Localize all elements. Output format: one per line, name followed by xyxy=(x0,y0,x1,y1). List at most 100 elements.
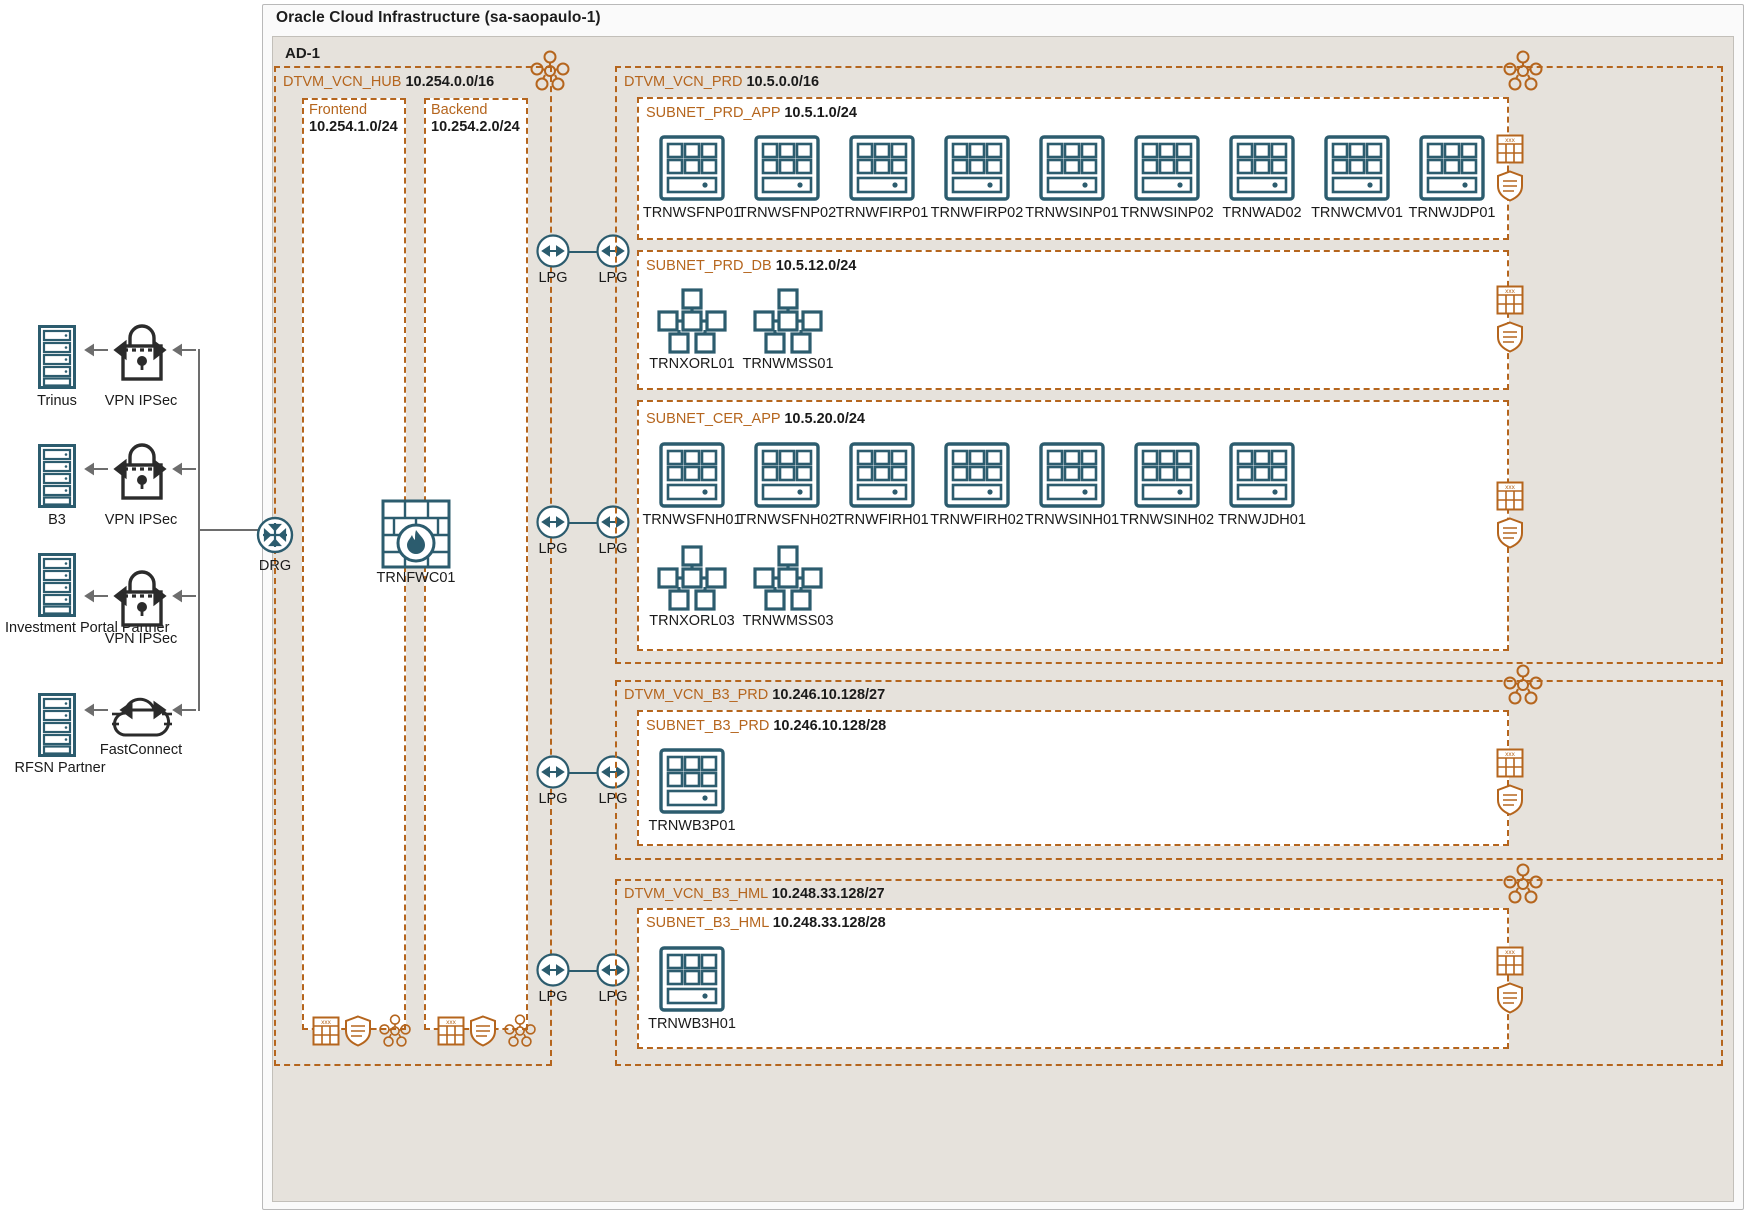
link-label-trinus: VPN IPSec xyxy=(104,393,178,409)
vm-instance-icon[interactable] xyxy=(659,946,725,1012)
vm-instance-icon[interactable] xyxy=(659,135,725,201)
subnet-b3prd-name: SUBNET_B3_PRD xyxy=(646,718,770,734)
vcn-prd-cidr: 10.5.0.0/16 xyxy=(746,74,820,90)
vm-instance-icon[interactable] xyxy=(1134,135,1200,201)
firewall-icon[interactable] xyxy=(381,499,451,569)
lpg-connector-1 xyxy=(568,251,598,253)
instance-label: TRNWSINH02 xyxy=(1119,512,1215,528)
arrow-left-rfsn-wan xyxy=(172,703,196,717)
route-table-icon: xxx xyxy=(1496,748,1524,778)
lpg-icon[interactable] xyxy=(536,755,570,789)
firewall-label: TRNFWC01 xyxy=(376,570,456,586)
vcn-b3prd-cidr: 10.246.10.128/27 xyxy=(772,687,886,703)
arrow-left-trinus xyxy=(84,343,108,357)
vcn-hub-label: DTVM_VCN_HUB 10.254.0.0/16 xyxy=(283,74,494,90)
vm-instance-icon[interactable] xyxy=(659,748,725,814)
lpg-icon[interactable] xyxy=(596,755,630,789)
vcn-b3prd-box xyxy=(615,680,1723,860)
partner-label-b3: B3 xyxy=(48,512,66,528)
subnet-b3prd-box xyxy=(637,710,1509,846)
lpg-label-1b: LPG xyxy=(598,270,628,286)
db-cluster-icon[interactable] xyxy=(752,545,824,611)
instance-label: TRNWSFNH02 xyxy=(737,512,837,528)
vcn-prd-box xyxy=(615,66,1723,664)
vcn-b3hml-label: DTVM_VCN_B3_HML 10.248.33.128/27 xyxy=(624,886,885,902)
subnet-b3hml-label: SUBNET_B3_HML 10.248.33.128/28 xyxy=(646,915,886,931)
svg-text:xxx: xxx xyxy=(1505,751,1516,758)
subnet-prd-app-label: SUBNET_PRD_APP 10.5.1.0/24 xyxy=(646,105,857,121)
lpg-label-2b: LPG xyxy=(598,541,628,557)
vm-instance-icon[interactable] xyxy=(754,442,820,508)
lpg-icon[interactable] xyxy=(596,505,630,539)
internet-gateway-icon xyxy=(378,1014,412,1048)
vm-instance-icon[interactable] xyxy=(1419,135,1485,201)
route-table-icon: xxx xyxy=(312,1016,340,1046)
vpn-arrow-b3 xyxy=(113,458,167,480)
vcn-prd-name: DTVM_VCN_PRD xyxy=(624,74,743,90)
hub-zone-frontend-name: Frontend xyxy=(309,102,368,118)
vm-instance-icon[interactable] xyxy=(1229,442,1295,508)
subnet-cer-app-label: SUBNET_CER_APP 10.5.20.0/24 xyxy=(646,411,865,427)
instance-label: TRNWSFNP01 xyxy=(642,205,742,221)
vm-instance-icon[interactable] xyxy=(1324,135,1390,201)
db-cluster-icon[interactable] xyxy=(752,288,824,354)
security-list-icon xyxy=(344,1015,372,1047)
lpg-label-1a: LPG xyxy=(538,270,568,286)
lpg-icon[interactable] xyxy=(536,234,570,268)
vm-instance-icon[interactable] xyxy=(1039,135,1105,201)
db-cluster-icon[interactable] xyxy=(656,545,728,611)
link-label-investment-portal: VPN IPSec xyxy=(104,631,178,647)
hub-zone-backend-cidr: 10.254.2.0/24 xyxy=(431,119,520,135)
svg-text:xxx: xxx xyxy=(321,1019,332,1026)
partner-label-investment-portal: Investment Portal Partner xyxy=(5,620,170,636)
vm-instance-icon[interactable] xyxy=(1134,442,1200,508)
subnet-b3hml-cidr: 10.248.33.128/28 xyxy=(772,915,886,931)
security-list-icon xyxy=(1496,321,1524,353)
partner-label-trinus: Trinus xyxy=(37,393,77,409)
vm-instance-icon[interactable] xyxy=(754,135,820,201)
hub-zone-backend-label: Backend 10.254.2.0/24 xyxy=(431,102,520,136)
subnet-prd-db-cidr: 10.5.12.0/24 xyxy=(775,258,857,274)
drg-icon[interactable] xyxy=(256,516,294,554)
arrow-left-trinus-wan xyxy=(172,343,196,357)
lpg-connector-3 xyxy=(568,772,598,774)
lpg-icon[interactable] xyxy=(536,505,570,539)
vm-instance-icon[interactable] xyxy=(944,135,1010,201)
vm-instance-icon[interactable] xyxy=(659,442,725,508)
vcn-hub-name: DTVM_VCN_HUB xyxy=(283,74,402,90)
security-list-icon xyxy=(1496,982,1524,1014)
vpn-arrow-investment xyxy=(113,585,167,607)
lpg-label-4a: LPG xyxy=(538,989,568,1005)
vm-instance-icon[interactable] xyxy=(1229,135,1295,201)
svg-text:xxx: xxx xyxy=(1505,288,1516,295)
lpg-icon[interactable] xyxy=(596,234,630,268)
lpg-icon[interactable] xyxy=(596,953,630,987)
arrow-left-b3 xyxy=(84,462,108,476)
security-list-icon xyxy=(469,1015,497,1047)
vcn-b3hml-cidr: 10.248.33.128/27 xyxy=(771,886,885,902)
internet-gateway-icon xyxy=(1503,863,1543,905)
vcn-b3prd-label: DTVM_VCN_B3_PRD 10.246.10.128/27 xyxy=(624,687,885,703)
route-table-icon: xxx xyxy=(1496,946,1524,976)
route-table-icon: xxx xyxy=(1496,285,1524,315)
instance-label: TRNWMSS03 xyxy=(742,613,834,629)
vm-instance-icon[interactable] xyxy=(1039,442,1105,508)
instance-label: TRNWJDP01 xyxy=(1408,205,1496,221)
instance-label: TRNWMSS01 xyxy=(742,356,834,372)
security-list-icon xyxy=(1496,517,1524,549)
instance-label: TRNWFIRP02 xyxy=(930,205,1024,221)
connector-bus-to-drg xyxy=(198,529,270,531)
availability-domain-title: AD-1 xyxy=(285,45,321,62)
vm-instance-icon[interactable] xyxy=(849,442,915,508)
lpg-icon[interactable] xyxy=(536,953,570,987)
fastconnect-arrow xyxy=(119,700,167,720)
lpg-label-2a: LPG xyxy=(538,541,568,557)
link-label-rfsn: FastConnect xyxy=(99,742,183,758)
db-cluster-icon[interactable] xyxy=(656,288,728,354)
instance-label: TRNWSINP01 xyxy=(1025,205,1119,221)
instance-label: TRNXORL01 xyxy=(649,356,735,372)
security-list-icon xyxy=(1496,170,1524,202)
vm-instance-icon[interactable] xyxy=(849,135,915,201)
vpn-arrow-trinus xyxy=(113,339,167,361)
vm-instance-icon[interactable] xyxy=(944,442,1010,508)
